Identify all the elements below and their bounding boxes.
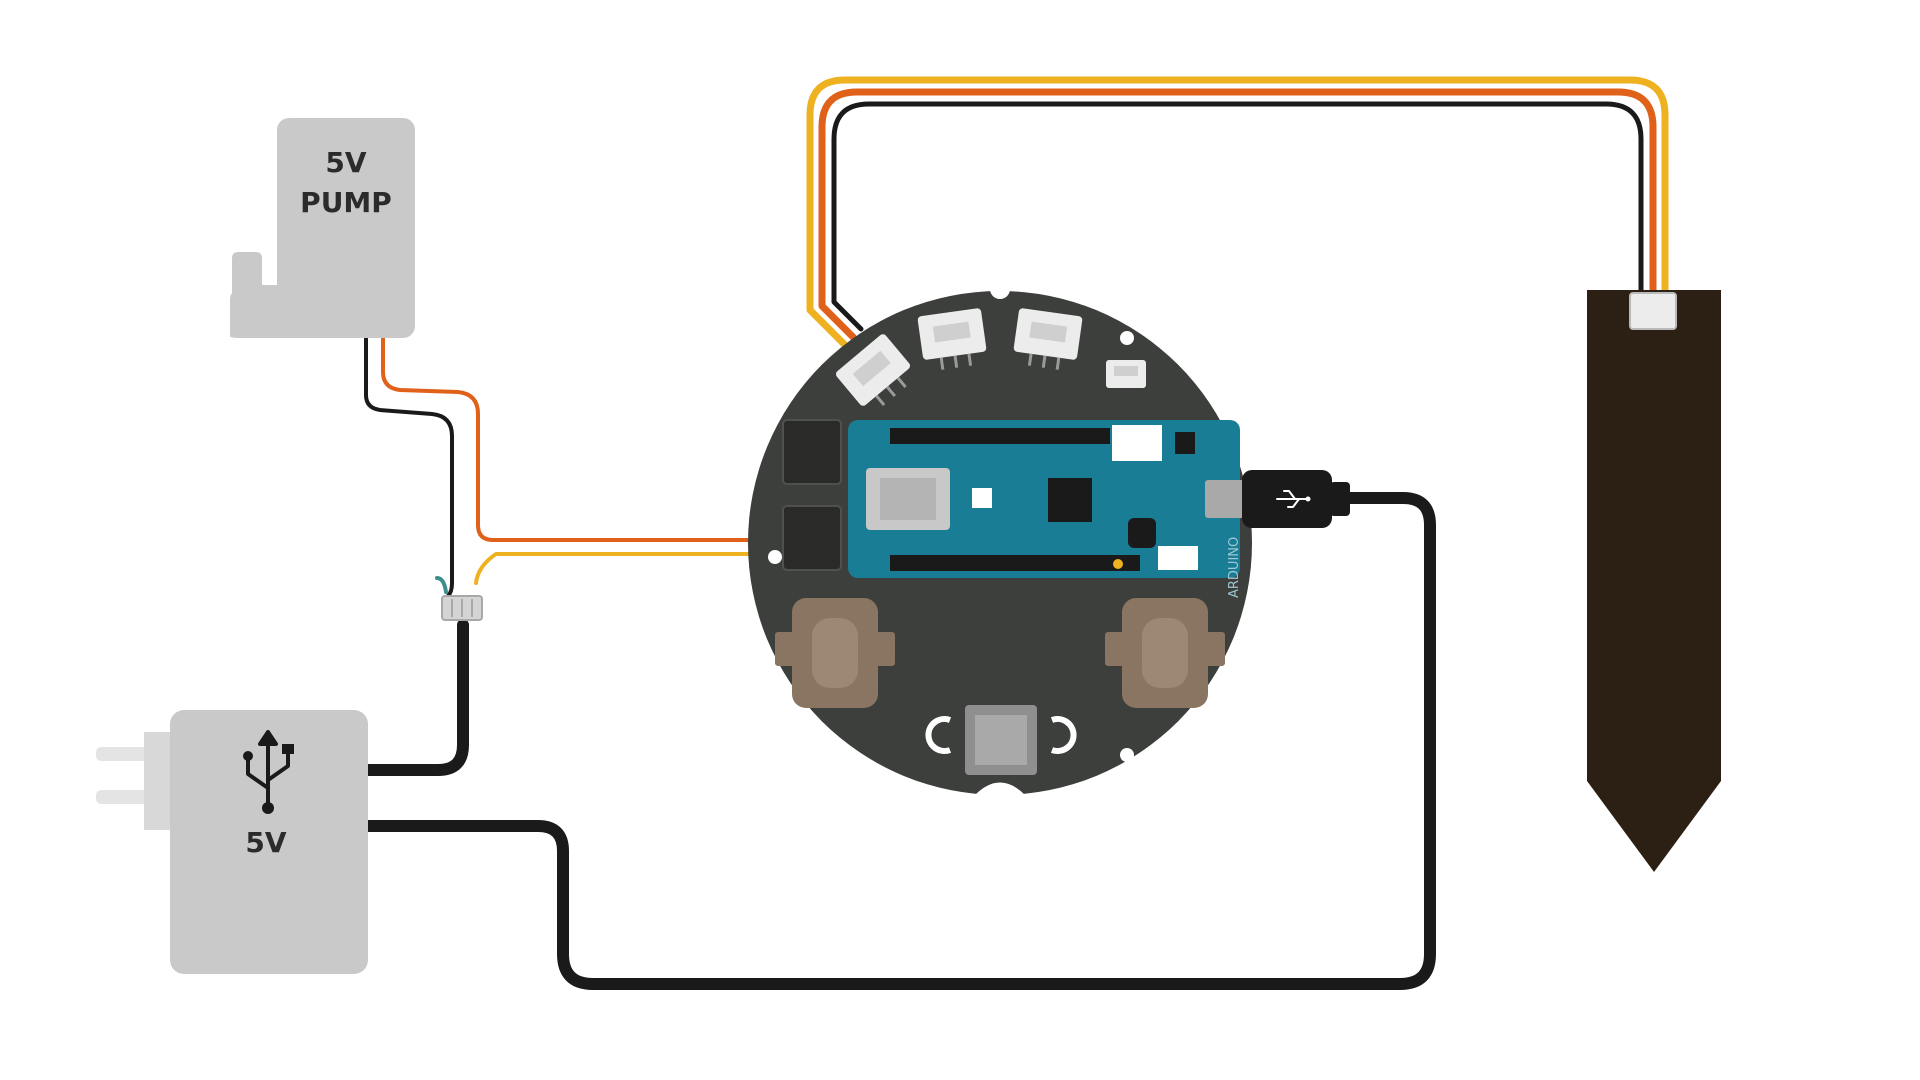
pump-wire-black <box>364 333 454 598</box>
adapter-plug-base <box>144 732 174 830</box>
power-adapter: 5V <box>96 710 368 974</box>
adapter-prong-top <box>96 747 152 761</box>
sensor-wires <box>806 76 1669 349</box>
pump-wire-orange <box>381 333 786 542</box>
small-chip <box>1175 432 1195 454</box>
main-chip <box>1048 478 1092 522</box>
terminal-block-bottom <box>782 505 842 571</box>
sd-card-slot <box>925 705 1077 775</box>
led <box>1113 559 1123 569</box>
mounting-hole <box>768 550 782 564</box>
arduino-mkr-board: ARDUINO <box>848 420 1245 598</box>
terminal-block-top <box>782 419 842 485</box>
usb-icon <box>1276 490 1311 508</box>
white-pad <box>972 488 992 508</box>
board-usb-port <box>1205 480 1245 518</box>
pump-wire-teal <box>435 576 448 594</box>
usb-plug <box>1242 470 1350 528</box>
power-cables <box>362 492 1436 990</box>
sensor-wire-yellow <box>806 76 1669 349</box>
pump: 5V PUMP <box>230 118 415 338</box>
grove-connector-1 <box>835 334 911 407</box>
pump-wire-yellow <box>474 552 786 585</box>
adapter-body <box>170 710 368 974</box>
grove-connector-2 <box>917 308 987 370</box>
pump-outlet <box>230 252 290 338</box>
relay-right <box>1105 598 1225 708</box>
pump-body <box>277 118 415 338</box>
small-connector <box>1106 360 1146 388</box>
grove-connector-3 <box>1013 308 1083 370</box>
sensor-probe <box>1587 290 1721 872</box>
wifi-module-shield <box>880 478 936 520</box>
pump-label-line1: 5V <box>325 146 366 179</box>
adapter-label: 5V <box>245 826 286 859</box>
white-component <box>1112 425 1162 461</box>
adapter-prong-bottom <box>96 790 152 804</box>
mounting-hole <box>1120 331 1134 345</box>
pump-power-cable <box>362 619 469 776</box>
white-label-area <box>1158 546 1198 570</box>
board-notch-top <box>990 279 1010 299</box>
board-notch-bottom <box>975 782 1025 795</box>
pump-wires <box>364 333 786 598</box>
sensor-wire-orange <box>818 88 1657 341</box>
relay-left <box>775 598 895 708</box>
header-row-top <box>890 428 1110 444</box>
pump-label-line2: PUMP <box>300 186 392 219</box>
sensor-wire-black <box>831 101 1644 332</box>
sensor-connector <box>1629 292 1677 330</box>
usb-cable <box>362 492 1436 990</box>
soil-moisture-sensor <box>1587 290 1721 872</box>
mounting-hole <box>1120 748 1134 762</box>
header-row-bottom <box>890 555 1140 571</box>
board-name: ARDUINO <box>1227 537 1242 598</box>
black-component <box>1128 518 1156 548</box>
usb-icon <box>243 730 294 814</box>
